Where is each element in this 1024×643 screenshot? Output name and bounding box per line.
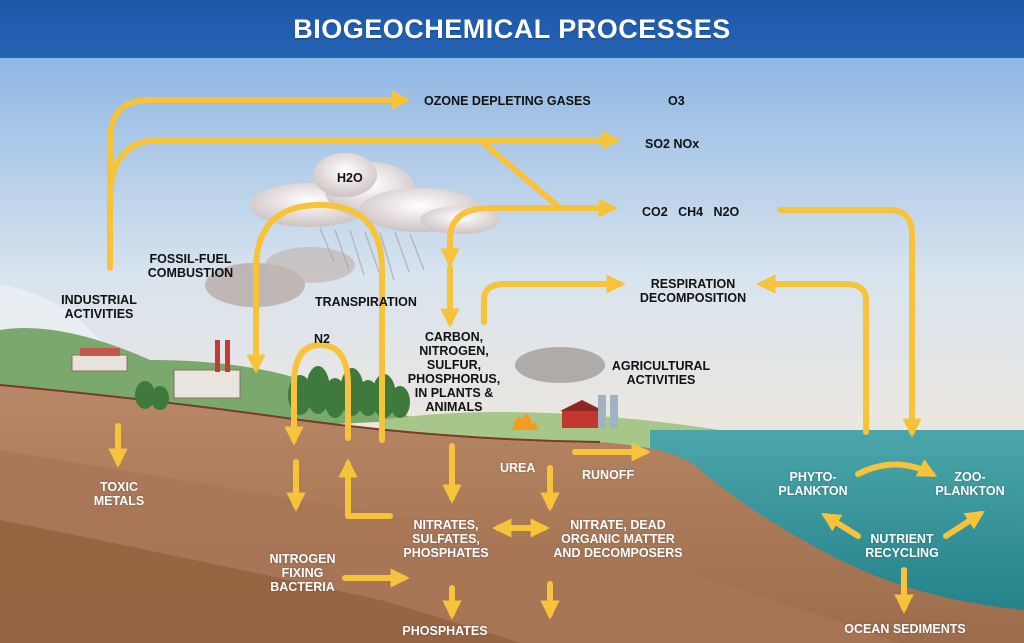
soil-horizon-line	[0, 384, 601, 443]
label-zooplankton: ZOO- PLANKTON	[935, 470, 1005, 498]
fire-icon	[512, 413, 538, 430]
label-nitrates-sulfates-phosphates: NITRATES, SULFATES, PHOSPHATES	[403, 518, 489, 560]
title-bar: BIOGEOCHEMICAL PROCESSES	[0, 0, 1024, 58]
label-fossil-fuel-combustion: FOSSIL-FUEL COMBUSTION	[147, 252, 234, 280]
farm-barn	[560, 395, 618, 428]
rain-streaks	[319, 227, 425, 281]
soil-deep-layer	[0, 520, 520, 643]
label-nitrate-dead-organic-matter: NITRATE, DEAD ORGANIC MATTER AND DECOMPO…	[553, 518, 683, 560]
arrow-co2-to-ocean	[777, 207, 922, 438]
label-transpiration: TRANSPIRATION	[315, 295, 417, 309]
arrow-plants-to-respiration	[481, 274, 626, 325]
arrow-n2-cycle	[284, 342, 351, 446]
page-title: BIOGEOCHEMICAL PROCESSES	[293, 13, 731, 44]
label-nitrogen-fixing-bacteria: NITROGEN FIXING BACTERIA	[269, 552, 336, 594]
label-o3: O3	[668, 94, 685, 108]
label-runoff: RUNOFF	[582, 468, 635, 482]
label-respiration-decomposition: RESPIRATION DECOMPOSITION	[639, 277, 747, 305]
label-phytoplankton: PHYTO- PLANKTON	[778, 470, 848, 498]
label-agricultural-activities: AGRICULTURAL ACTIVITIES	[611, 359, 711, 387]
power-plant	[173, 340, 241, 399]
label-h2o: H2O	[337, 171, 363, 185]
arrow-industrial-to-so2	[107, 130, 621, 203]
label-so2-nox: SO2 NOx	[645, 137, 700, 151]
label-carbon-nitrogen-sulfur: CARBON, NITROGEN, SULFUR, PHOSPHORUS, IN…	[407, 330, 501, 414]
arrow-h2o-cycle	[246, 202, 385, 443]
label-co2-ch4-n2o: CO2 CH4 N2O	[642, 205, 740, 219]
label-industrial-activities: INDUSTRIAL ACTIVITIES	[61, 293, 137, 321]
smoke-plume-farm	[515, 347, 605, 383]
label-phosphates: PHOSPHATES	[402, 624, 488, 638]
arrow-nitrates-to-surface	[338, 458, 393, 519]
label-nutrient-recycling: NUTRIENT RECYCLING	[865, 532, 939, 560]
label-urea: UREA	[500, 461, 536, 475]
label-n2: N2	[314, 332, 330, 346]
factory-building	[71, 348, 128, 372]
label-ocean-sediments: OCEAN SEDIMENTS	[844, 622, 966, 636]
arrow-ocean-to-respiration	[756, 274, 869, 435]
label-toxic-metals: TOXIC METALS	[93, 480, 145, 508]
arrow-phyto-to-zoo	[855, 459, 938, 477]
label-ozone-depleting-gases: OZONE DEPLETING GASES	[424, 94, 591, 108]
arrow-recycling-to-zoo	[943, 510, 985, 539]
arrow-industrial-to-ozone	[107, 90, 411, 271]
arrow-co2-to-plants	[440, 205, 563, 268]
arrow-recycling-to-phyto	[821, 512, 861, 539]
smoke-plume-factory	[265, 247, 355, 283]
